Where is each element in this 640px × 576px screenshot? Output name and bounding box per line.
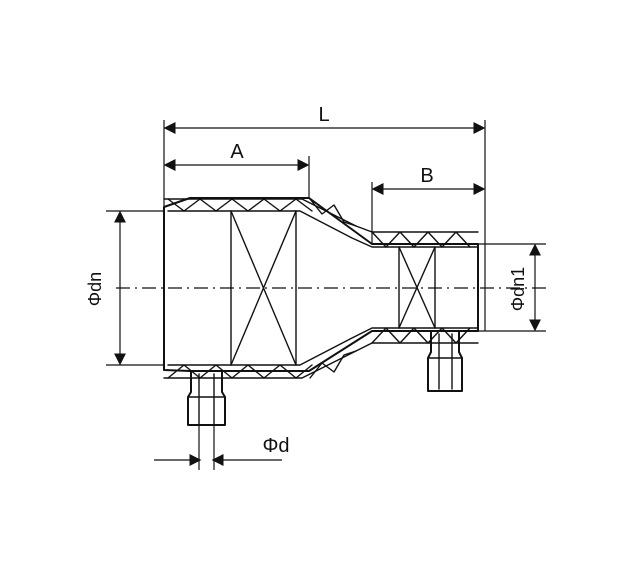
left-terminal [187, 371, 226, 426]
upper-taper-zigzag [309, 198, 357, 227]
L-label: L [318, 104, 329, 126]
A-label: A [230, 141, 244, 163]
dn1-label: Φdn1 [508, 267, 528, 311]
B-label: B [420, 165, 433, 187]
lower-zigzag-small [371, 327, 471, 344]
upper-zigzag-large [167, 198, 313, 212]
d-label: Φd [262, 435, 289, 457]
lower-taper-zigzag [309, 350, 357, 379]
lower-zigzag-large [167, 364, 313, 379]
right-terminal [427, 331, 463, 392]
large-zone-diagonal-2 [230, 210, 297, 366]
inner-large-bore [167, 210, 479, 248]
small-zone-diagonal-2 [398, 246, 436, 329]
inner-lower-bore [167, 327, 479, 366]
upper-wall-top [163, 198, 479, 233]
upper-zigzag-small [371, 231, 471, 248]
dn-label: Φdn [85, 272, 105, 306]
fitting-outline [163, 197, 479, 372]
